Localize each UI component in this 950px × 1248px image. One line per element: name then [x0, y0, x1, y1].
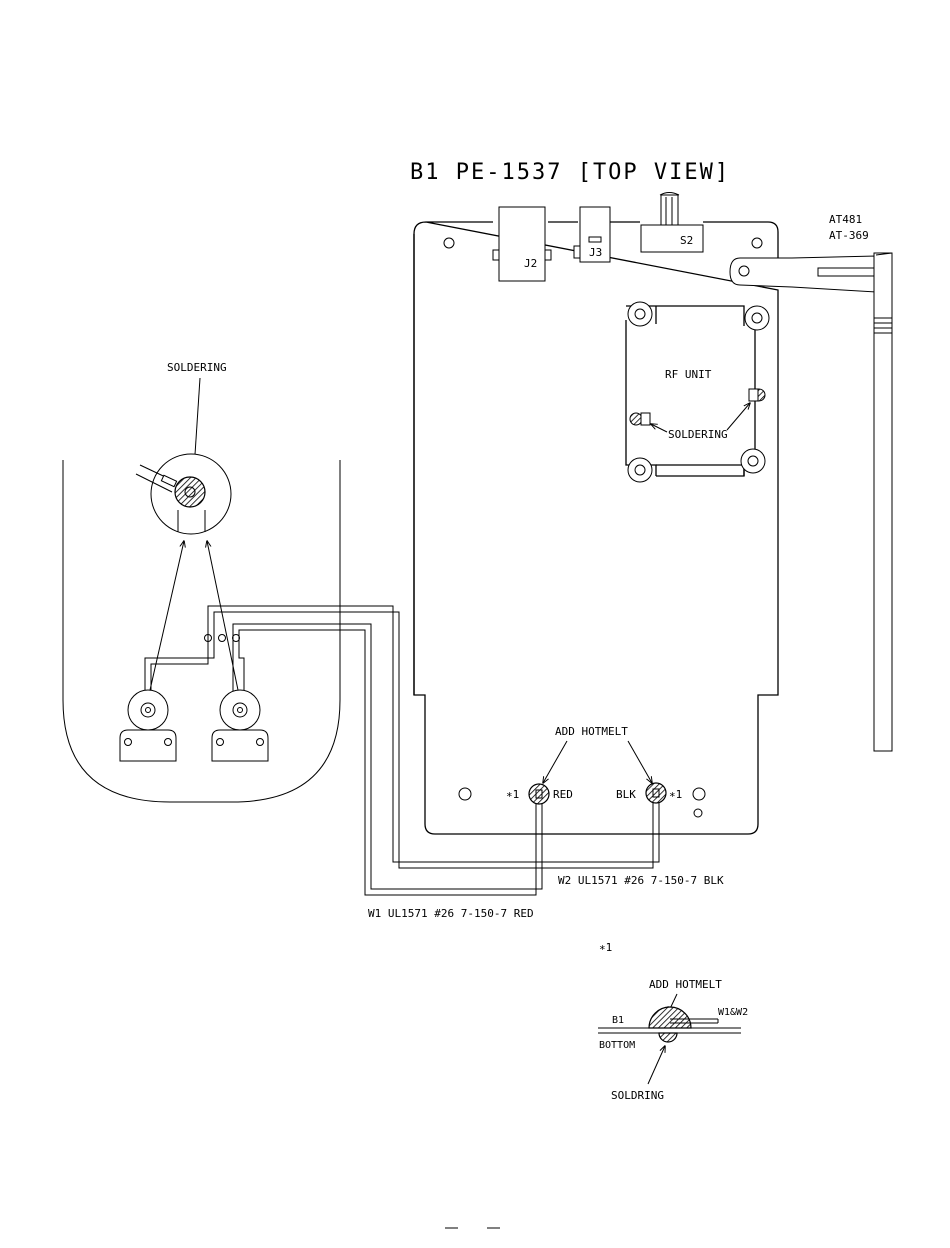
antenna-label-2: AT-369	[829, 229, 869, 242]
rf-unit-label: RF UNIT	[665, 368, 712, 381]
speaker-soldering-label: SOLDERING	[167, 361, 227, 374]
mounting-hole-top-right	[752, 238, 762, 248]
pad-blk	[646, 783, 666, 803]
note-w1w2-label: W1&W2	[718, 1007, 748, 1018]
switch-s2: S2	[641, 193, 703, 253]
antenna-label-1: AT481	[829, 213, 862, 226]
small-hole	[694, 809, 702, 817]
mounting-hole-bottom-right	[693, 788, 705, 800]
rf-solder-point-left	[630, 413, 642, 425]
antenna: AT481 AT-369	[730, 213, 892, 751]
rf-soldering-label: SOLDERING	[668, 428, 728, 441]
diagram-title: B1 PE-1537 [TOP VIEW]	[410, 160, 730, 185]
speaker-detail: SOLDERING	[63, 361, 340, 802]
wire-routes: W2 UL1571 #26 7-150-7 BLK W1 UL1571 #26 …	[208, 606, 724, 920]
rf-unit: RF UNIT SOLDERING	[626, 302, 769, 482]
pcb-board	[414, 222, 778, 834]
mounting-hole-bottom-left	[459, 788, 471, 800]
note-soldring-label: SOLDRING	[611, 1089, 664, 1102]
note-mark: ∗1	[599, 941, 612, 954]
pad-blk-mark: ∗1	[669, 788, 682, 801]
connector-j3: J3	[574, 207, 610, 262]
note-bottom-label: BOTTOM	[599, 1040, 635, 1051]
connector-j2: J2	[493, 207, 551, 281]
pad-red-label: RED	[553, 788, 573, 801]
hotmelt-label: ADD HOTMELT	[555, 725, 628, 738]
w1-label: W1 UL1571 #26 7-150-7 RED	[368, 907, 534, 920]
s2-label: S2	[680, 234, 693, 247]
pad-red-mark: ∗1	[506, 788, 519, 801]
note-b1-label: B1	[612, 1015, 624, 1026]
j3-label: J3	[589, 246, 602, 259]
note-hotmelt-label: ADD HOTMELT	[649, 978, 722, 991]
mounting-hole-top-left	[444, 238, 454, 248]
note-detail: ∗1 ADD HOTMELT B1 W1&W2 BOTTOM SOLDRING	[598, 941, 748, 1102]
pad-blk-label: BLK	[616, 788, 636, 801]
j2-label: J2	[524, 257, 537, 270]
hotmelt-pads: ADD HOTMELT ∗1 RED BLK ∗1	[506, 725, 682, 804]
pad-red	[529, 784, 549, 804]
w2-label: W2 UL1571 #26 7-150-7 BLK	[558, 874, 724, 887]
